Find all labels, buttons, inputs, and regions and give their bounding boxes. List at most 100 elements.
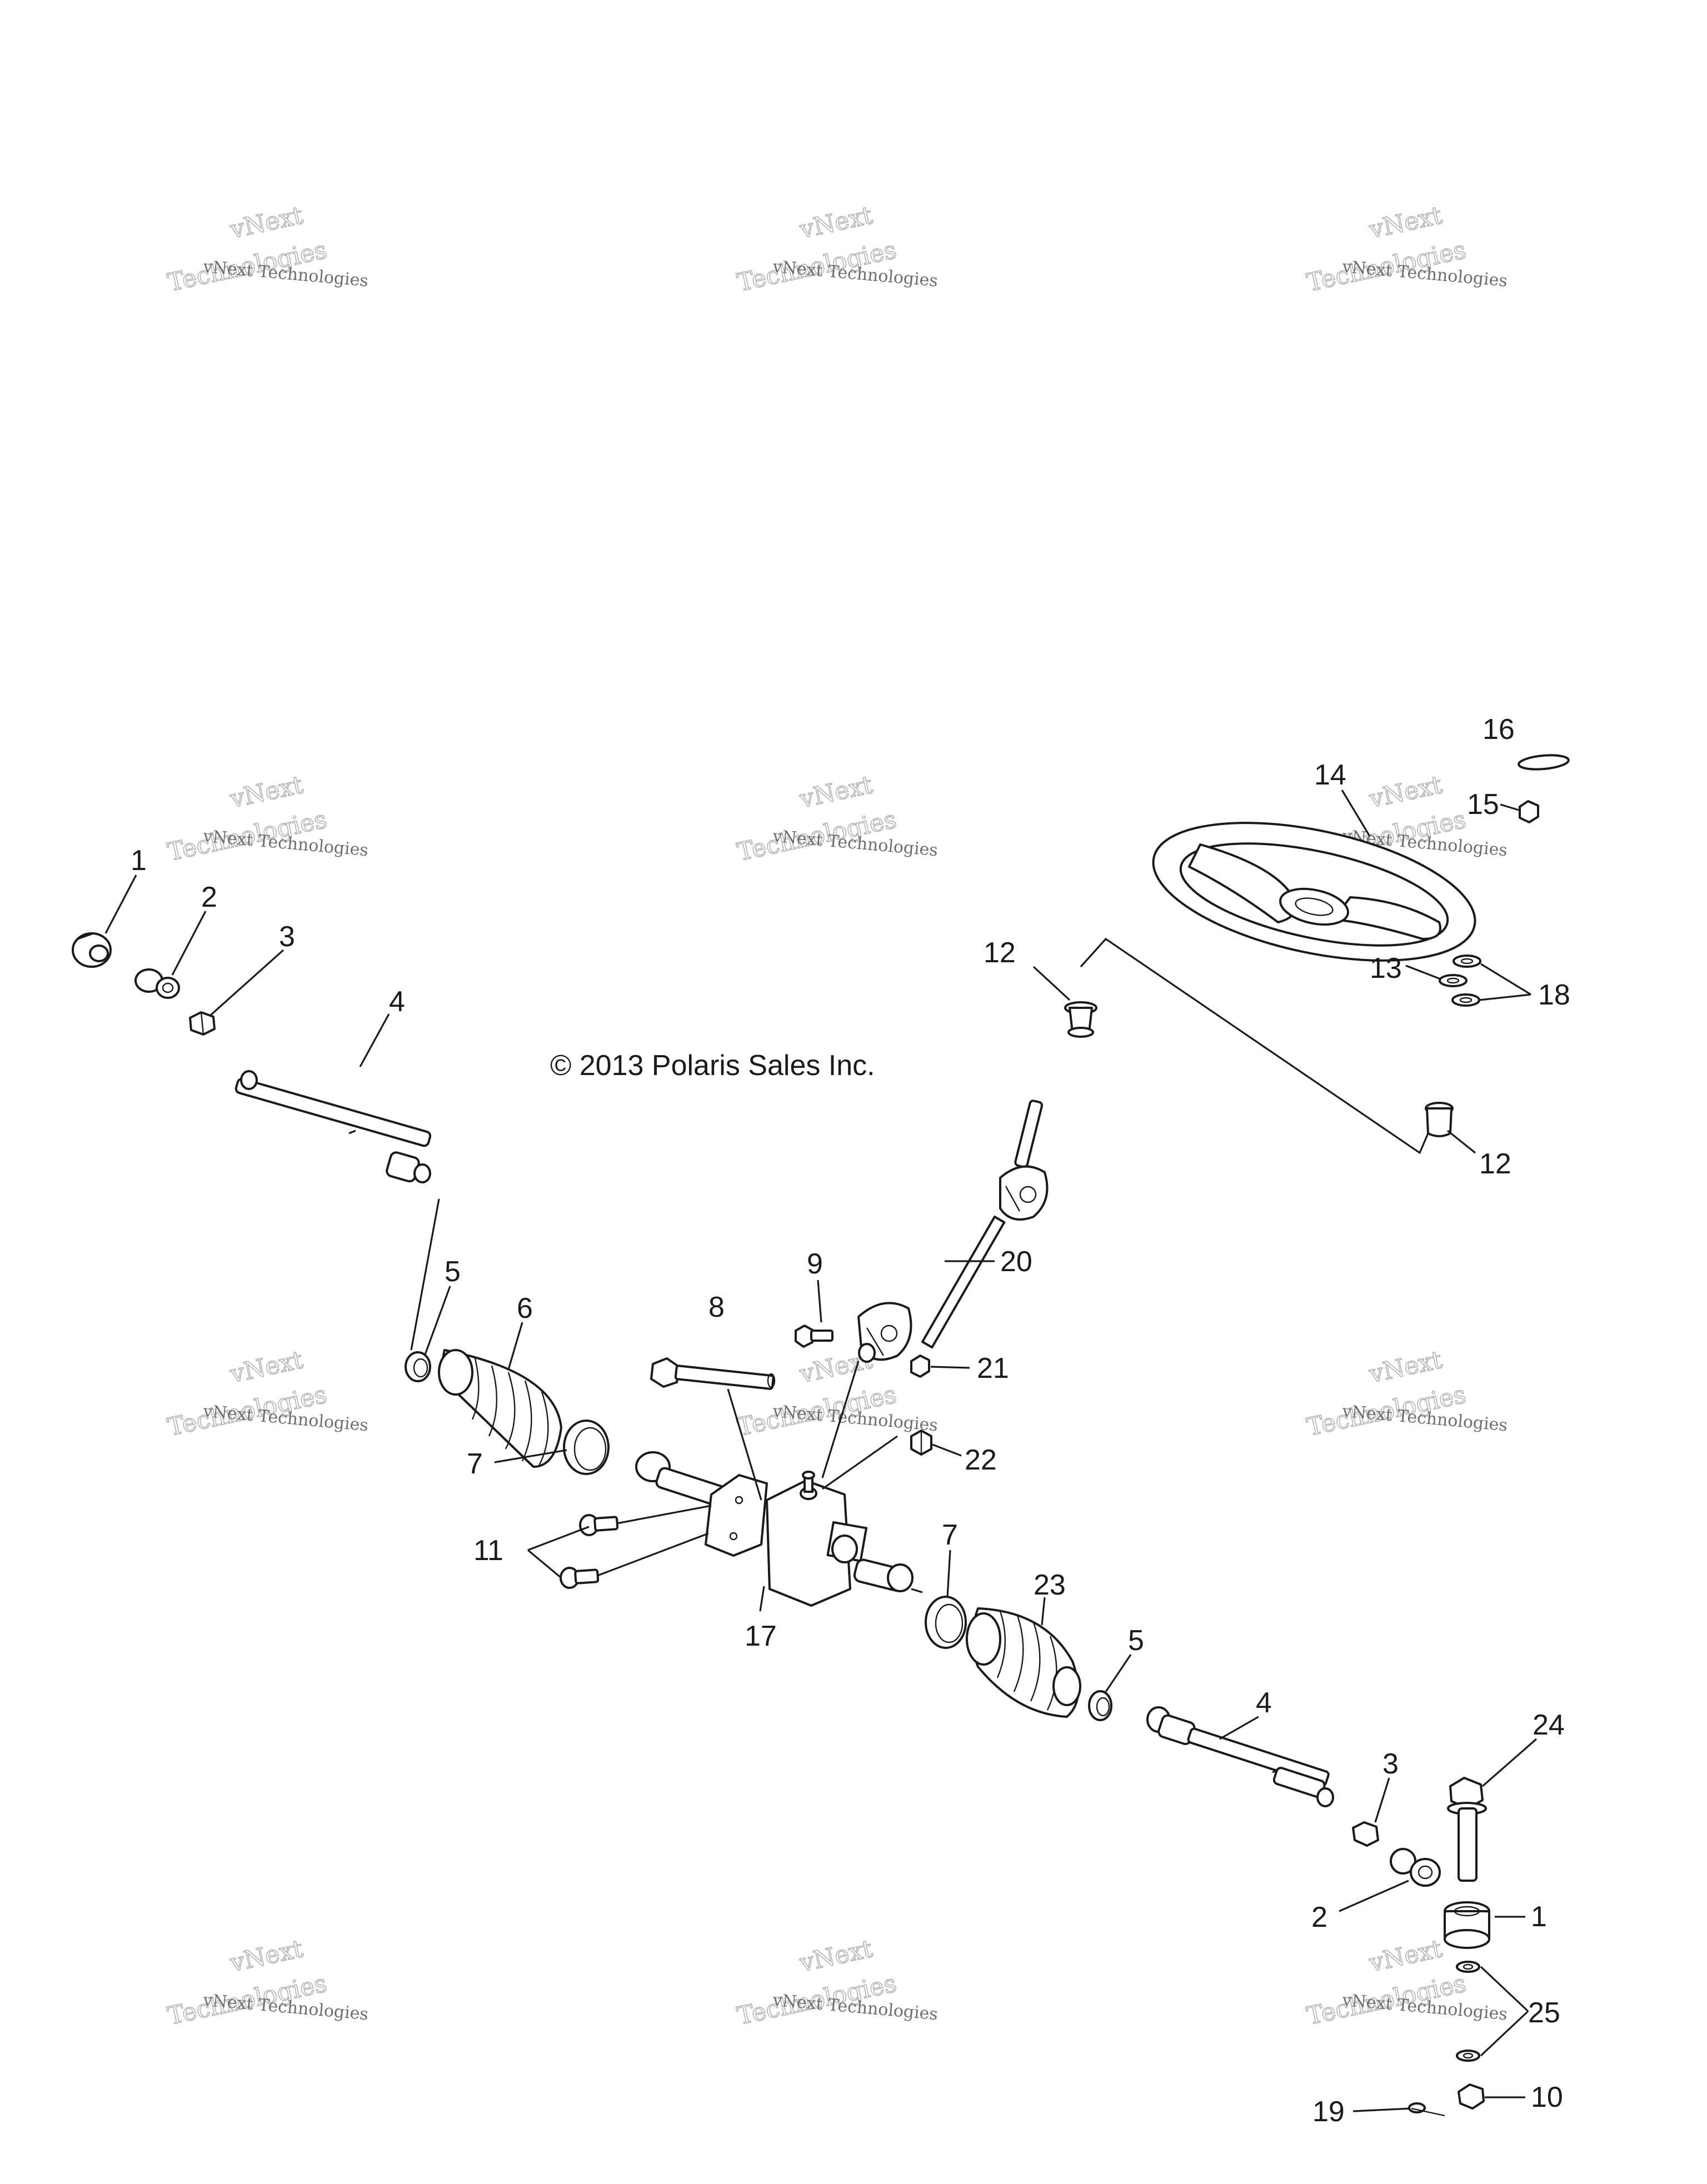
callout-25: 25 xyxy=(1528,1997,1560,2029)
part-1-tie-rod-bushing-right xyxy=(1444,1901,1490,1949)
callout-6: 6 xyxy=(517,1292,533,1325)
leader-11-to-rack-lower xyxy=(597,1532,709,1577)
part-25-washer-lower xyxy=(1456,2050,1480,2062)
part-18-washer-lower xyxy=(1451,993,1480,1007)
watermark: vNext Technologies vNext Technologies xyxy=(735,770,939,867)
part-8-mounting-bolt xyxy=(650,1357,776,1390)
part-13-spacer xyxy=(1439,974,1468,987)
callout-7: 7 xyxy=(942,1519,958,1551)
part-7-clamp-left xyxy=(563,1420,610,1475)
leader-7-right xyxy=(946,1550,951,1598)
callout-8: 8 xyxy=(708,1291,725,1323)
part-14-steering-wheel xyxy=(1152,822,1476,962)
part-24-flange-bolt xyxy=(1447,1777,1487,1882)
leader-15 xyxy=(1500,803,1519,811)
callout-13: 13 xyxy=(1370,952,1402,984)
watermark-big-1: vNext xyxy=(227,1935,306,1978)
watermark: vNext Technologies vNext Technologies xyxy=(1304,1345,1509,1442)
watermark-big-1: vNext xyxy=(797,1935,875,1978)
leader-rack-to-boot xyxy=(911,1588,923,1593)
leader-11-to-rack-upper xyxy=(616,1505,712,1525)
bracket-12-to-12 xyxy=(1080,937,1429,1155)
copyright-notice: © 2013 Polaris Sales Inc. xyxy=(550,1049,875,1082)
leader-5-right xyxy=(1105,1654,1132,1692)
callout-17: 17 xyxy=(745,1620,777,1652)
part-3-jam-nut-right xyxy=(1352,1821,1379,1847)
leader-21 xyxy=(930,1366,970,1369)
callout-5: 5 xyxy=(445,1256,461,1288)
watermark: vNext Technologies vNext Technologies xyxy=(1304,201,1509,297)
leader-3-right xyxy=(1374,1777,1390,1823)
callout-12: 12 xyxy=(984,937,1016,969)
part-2-rod-end-right xyxy=(1390,1848,1441,1887)
callout-15: 15 xyxy=(1467,788,1499,821)
callout-20: 20 xyxy=(1000,1246,1032,1278)
callout-5: 5 xyxy=(1128,1625,1144,1657)
part-3-jam-nut-left xyxy=(189,1011,216,1036)
callout-2: 2 xyxy=(201,881,217,913)
part-2-rod-end-left xyxy=(134,968,180,999)
callout-16: 16 xyxy=(1483,713,1515,746)
part-16-cap xyxy=(1518,754,1570,771)
leader-3-left xyxy=(209,949,284,1017)
watermark: vNext Technologies vNext Technologies xyxy=(165,770,370,867)
callout-3: 3 xyxy=(1382,1748,1399,1780)
part-15-wheel-nut xyxy=(1519,800,1539,823)
watermark-big-1: vNext xyxy=(1366,771,1445,814)
callout-23: 23 xyxy=(1034,1569,1066,1601)
watermark: vNext Technologies vNext Technologies xyxy=(735,1934,939,2031)
leader-17 xyxy=(759,1586,765,1612)
part-5-clamp-left xyxy=(405,1351,431,1382)
part-9-pinch-bolt xyxy=(795,1325,833,1348)
leader-4-right xyxy=(1219,1716,1259,1740)
watermark: vNext Technologies vNext Technologies xyxy=(165,201,370,297)
callout-18: 18 xyxy=(1538,979,1570,1011)
leader-12-lower xyxy=(1447,1130,1476,1154)
callout-12: 12 xyxy=(1479,1148,1511,1180)
callout-10: 10 xyxy=(1531,2081,1563,2113)
callout-9: 9 xyxy=(807,1248,823,1280)
callout-1: 1 xyxy=(1531,1901,1547,1933)
watermark: vNext Technologies vNext Technologies xyxy=(735,201,939,297)
watermark-big-1: vNext xyxy=(1366,201,1445,244)
callout-22: 22 xyxy=(965,1444,997,1476)
part-17-steering-rack-assembly xyxy=(635,1451,914,1607)
part-1-tie-rod-bushing-left xyxy=(72,932,112,968)
part-22-nut xyxy=(910,1430,932,1456)
callout-24: 24 xyxy=(1533,1709,1565,1741)
leader-5-left xyxy=(424,1286,451,1355)
callout-21: 21 xyxy=(977,1352,1009,1385)
leader-7-left xyxy=(494,1449,567,1463)
part-11-bolt-upper xyxy=(579,1514,619,1536)
part-11-bolt-lower xyxy=(560,1567,600,1589)
part-4-tie-rod-left xyxy=(234,1070,432,1183)
part-19-cotter-pin xyxy=(1352,2102,1445,2117)
leader-24 xyxy=(1481,1738,1538,1787)
leader-25-upper xyxy=(1480,1966,1529,2012)
leader-8 xyxy=(727,1388,762,1501)
part-10-nut xyxy=(1458,2083,1485,2110)
callout-3: 3 xyxy=(279,921,295,953)
part-7-clamp-right xyxy=(925,1596,967,1649)
part-5-clamp-right xyxy=(1088,1690,1112,1721)
callout-14: 14 xyxy=(1314,759,1346,791)
leader-23 xyxy=(1041,1597,1046,1626)
callout-labels: 1 2 3 4 5 6 7 8 9 11 17 20 21 22 7 23 5 … xyxy=(131,713,1570,2128)
watermark-big-1: vNext xyxy=(797,771,875,814)
watermark-big-1: vNext xyxy=(227,201,306,244)
callout-1: 1 xyxy=(131,844,147,877)
leader-shaft-to-rack xyxy=(821,1361,860,1478)
watermark: vNext Technologies vNext Technologies xyxy=(1304,1934,1509,2031)
callout-2: 2 xyxy=(1311,1901,1327,1933)
callout-4: 4 xyxy=(1256,1687,1272,1719)
leader-11-lower xyxy=(527,1549,562,1579)
part-21-nut xyxy=(910,1355,930,1378)
callout-19: 19 xyxy=(1312,2096,1345,2128)
watermark-big-1: vNext xyxy=(1366,1346,1445,1389)
leader-18-upper xyxy=(1480,963,1531,996)
part-23-rack-boot-right xyxy=(966,1607,1081,1718)
leader-25-lower xyxy=(1480,2010,1529,2057)
leader-4-to-5-left xyxy=(410,1198,440,1351)
part-4-tie-rod-right xyxy=(1146,1706,1334,1807)
watermark-big-1: vNext xyxy=(227,771,306,814)
